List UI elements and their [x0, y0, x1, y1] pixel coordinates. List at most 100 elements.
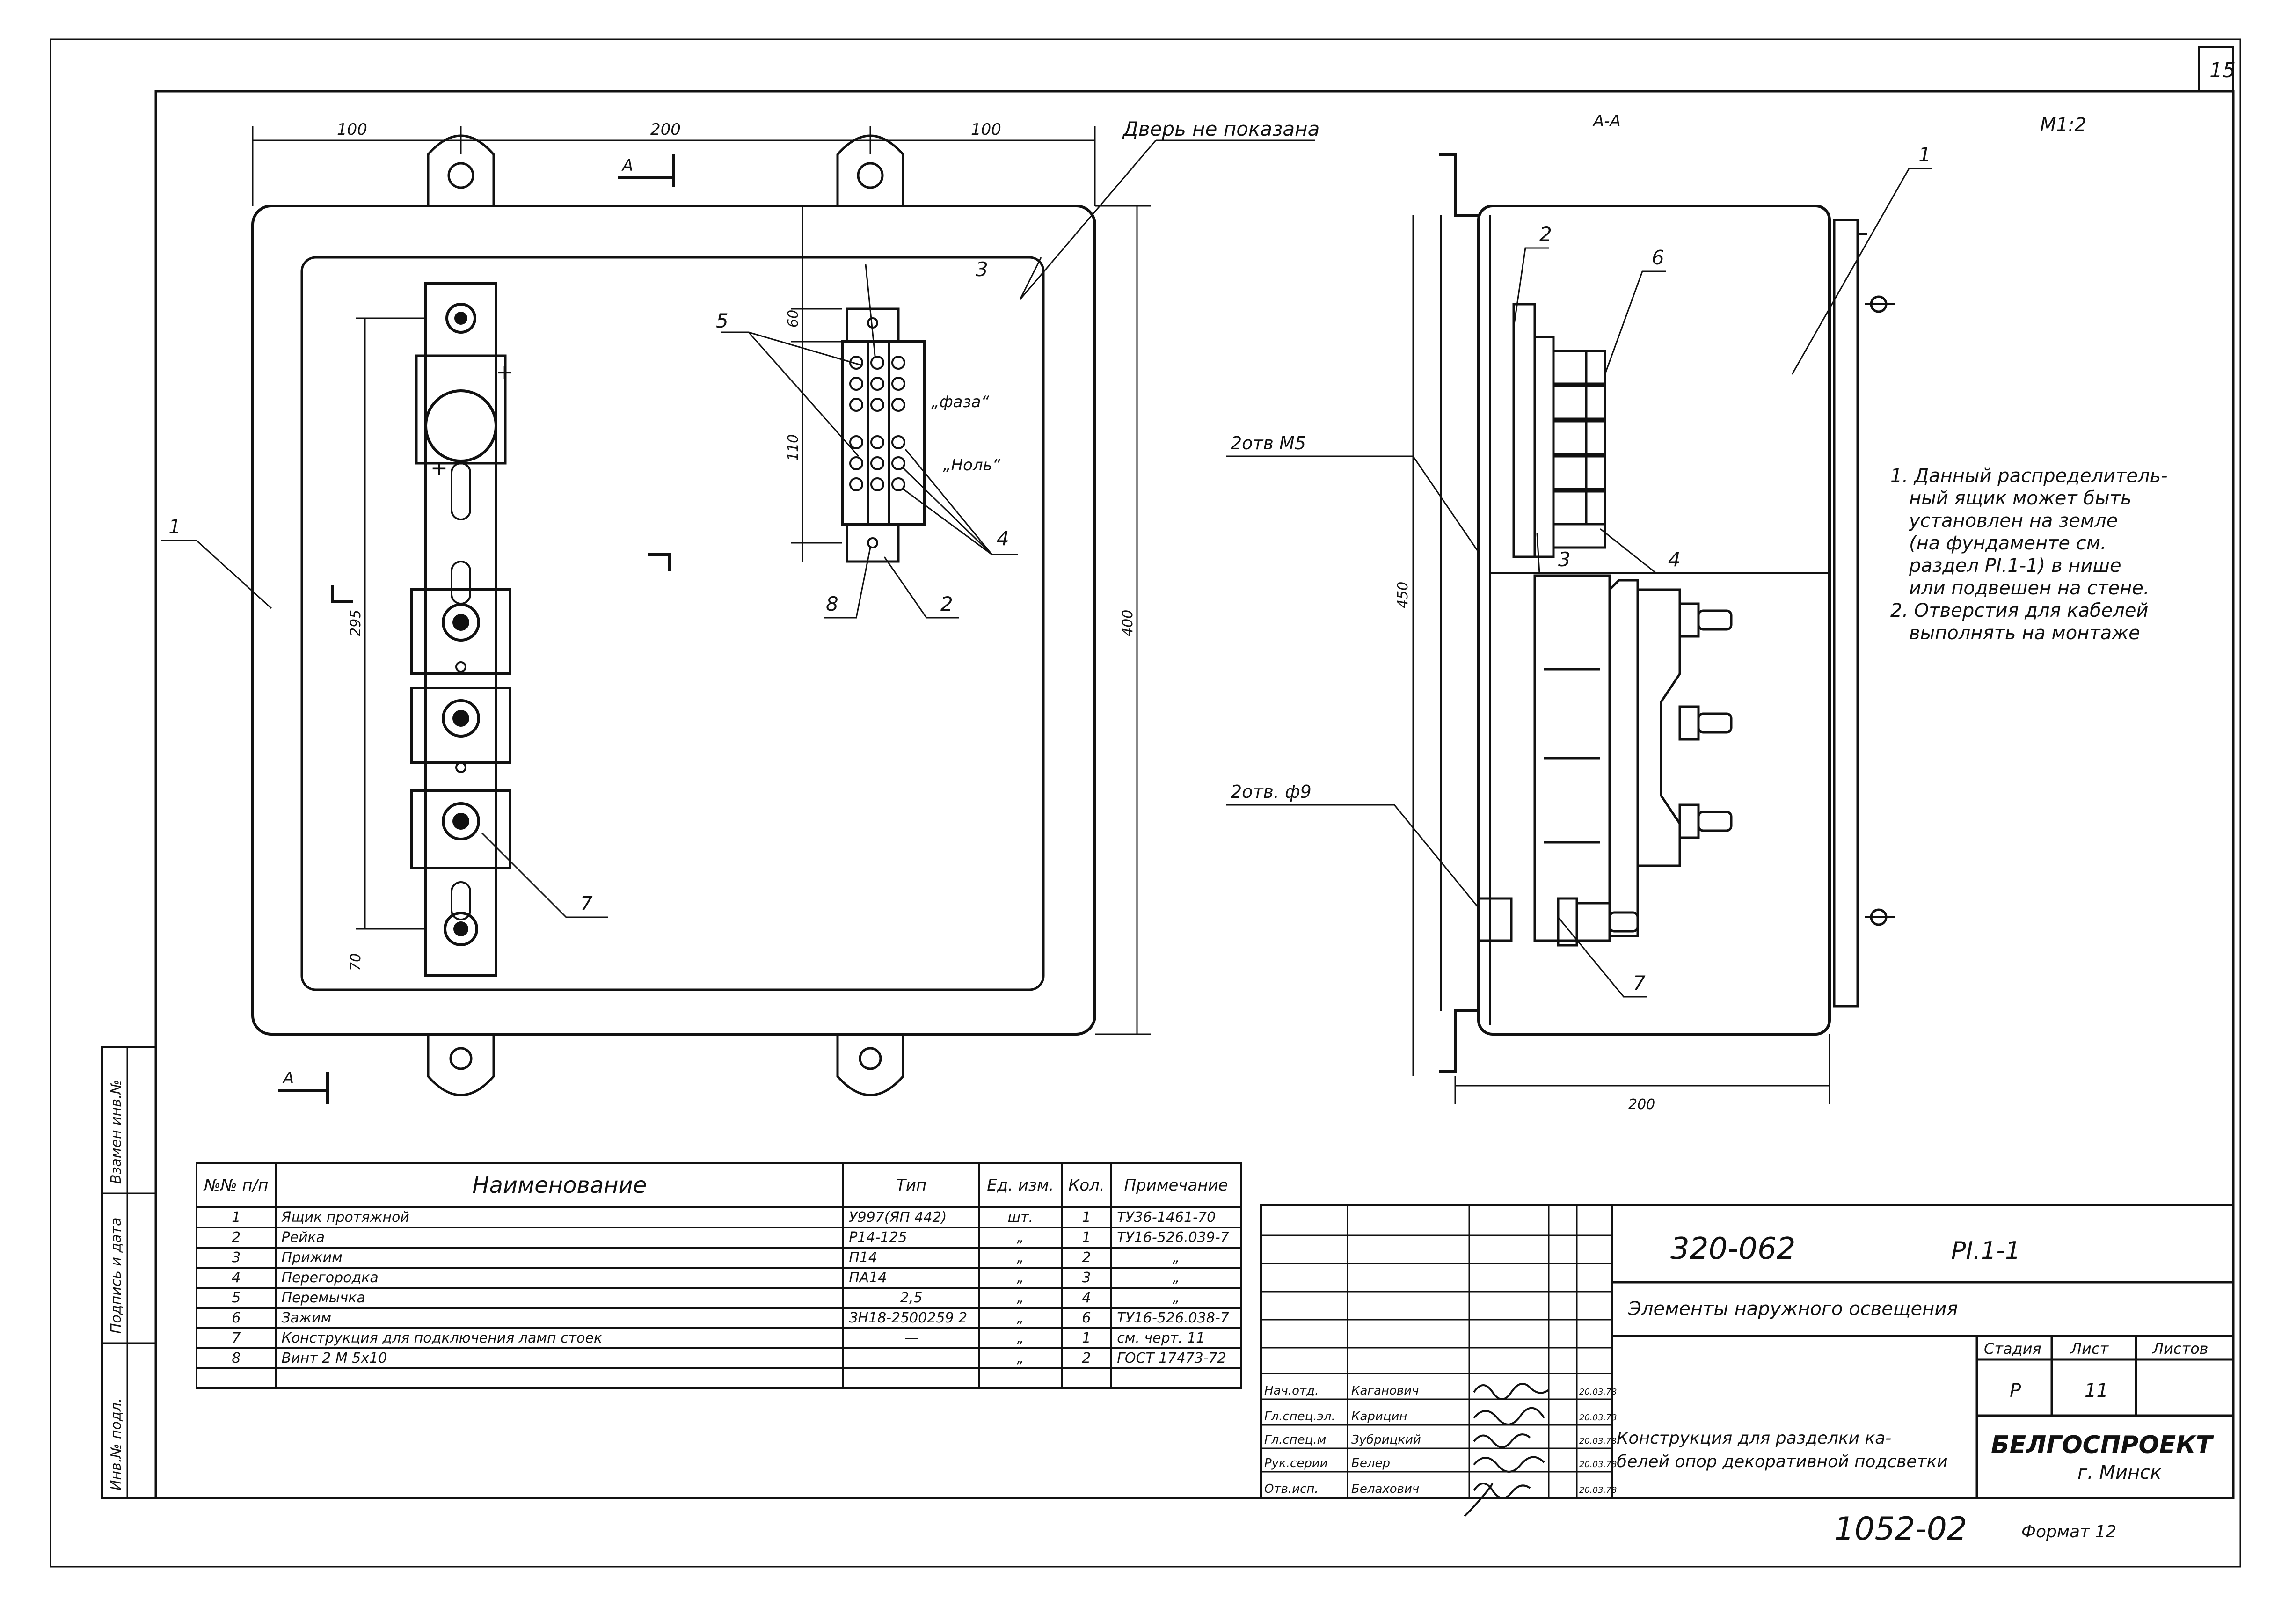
doc-code: 320-062	[1670, 1232, 1795, 1266]
leader-4: 4	[997, 527, 1009, 550]
outer-frame	[50, 38, 2241, 1568]
note-line: 1. Данный распределитель-	[1890, 465, 2168, 487]
person: Белахович	[1351, 1482, 1419, 1496]
cell: ГОСТ 17473-72	[1110, 1347, 1242, 1369]
leader-3: 3	[976, 258, 988, 281]
section-mark-bottom: А	[282, 1069, 294, 1088]
leader-5: 5	[716, 309, 729, 332]
role: Гл.спец.эл.	[1264, 1410, 1335, 1424]
sec-leader-6: 6	[1652, 246, 1664, 269]
col-type: Тип	[842, 1162, 981, 1208]
col-unit: Ед. изм.	[978, 1162, 1063, 1208]
org-name: БЕЛГОСПРОЕКТ	[1991, 1431, 2214, 1459]
note-line: раздел РI.1-1) в нише	[1909, 555, 2121, 577]
table-header: №№ п/п Наименование Тип Ед. изм. Кол. Пр…	[196, 1162, 1242, 1208]
cell: 6	[196, 1307, 277, 1329]
note-line: ный ящик может быть	[1909, 488, 2132, 509]
dim-295: 295	[348, 610, 364, 636]
sheet-number-box	[2198, 46, 2234, 92]
role: Отв.исп.	[1264, 1482, 1319, 1496]
subject: Элементы наружного освещения	[1628, 1298, 1958, 1320]
svg-text:+: +	[496, 360, 513, 384]
box-body	[251, 205, 1096, 1036]
holes-d9: 2отв. ф9	[1231, 782, 1312, 802]
cell: 4	[196, 1267, 277, 1289]
stage-value: Р	[2010, 1380, 2021, 1402]
sheet-value: 11	[2085, 1380, 2108, 1402]
stage-head: Стадия	[1984, 1340, 2041, 1358]
col-note: Примечание	[1110, 1162, 1242, 1208]
side-stamps: Взамен инв.№ Подпись и дата Инв.№ подл.	[101, 1046, 157, 1499]
cell: 5	[196, 1287, 277, 1309]
cell: „	[978, 1287, 1063, 1309]
fuse-cap	[424, 389, 497, 462]
person: Зубрицкий	[1351, 1433, 1421, 1447]
leader-2: 2	[940, 592, 953, 615]
leader-1: 1	[168, 515, 181, 538]
cell: 1	[1060, 1327, 1113, 1349]
terminal-block	[841, 307, 926, 563]
device-section	[1477, 574, 1733, 947]
holes-m5: 2отв М5	[1231, 433, 1306, 453]
cell: 8	[196, 1347, 277, 1369]
parts-table: №№ п/п Наименование Тип Ед. изм. Кол. Пр…	[196, 1162, 1242, 1389]
cell: 4	[1060, 1287, 1113, 1309]
col-qty: Кол.	[1060, 1162, 1113, 1208]
leader-7: 7	[580, 892, 593, 915]
date: 20.03.78	[1579, 1413, 1617, 1423]
org-city: г. Минск	[2077, 1462, 2161, 1483]
mounting-lug	[427, 134, 904, 1096]
note-line: или подвешен на стене.	[1909, 577, 2150, 599]
leader-8: 8	[826, 592, 838, 615]
door-note: Дверь не показана	[1122, 117, 1319, 140]
box-inner	[300, 256, 1045, 991]
cell: У997(ЯП 442)	[842, 1206, 981, 1228]
note-line: установлен на земле	[1909, 510, 2118, 532]
section-marks	[278, 154, 675, 1104]
note-line: 2. Отверстия для кабелей	[1890, 600, 2148, 621]
cell: 2	[1060, 1347, 1113, 1369]
cell: 2	[196, 1227, 277, 1249]
cell: Ящик протяжной	[275, 1206, 845, 1228]
stamp-sign: Подпись и дата	[108, 1218, 124, 1334]
sheets-head: Листов	[2152, 1340, 2209, 1358]
cell: „	[978, 1327, 1063, 1349]
cell: шт.	[978, 1206, 1063, 1228]
cell: Рейка	[275, 1227, 845, 1249]
col-name: Наименование	[275, 1162, 845, 1208]
drawing-title-2: белей опор декоративной подсветки	[1617, 1452, 1948, 1471]
cell: 6	[1060, 1307, 1113, 1329]
cell: Перемычка	[275, 1287, 845, 1309]
role: Нач.отд.	[1264, 1384, 1319, 1398]
cell: „	[978, 1267, 1063, 1289]
note-line: выполнять на монтаже	[1909, 622, 2140, 644]
stamp-replace: Взамен инв.№	[108, 1080, 124, 1184]
inner-frame	[154, 90, 2235, 1499]
drawing-title-1: Конструкция для разделки ка-	[1617, 1429, 1891, 1448]
date: 20.03.78	[1579, 1460, 1617, 1469]
cell: Прижим	[275, 1247, 845, 1269]
cell: см. черт. 11	[1110, 1327, 1242, 1349]
neutral-label: „Ноль“	[943, 456, 1001, 475]
col-number: №№ п/п	[196, 1162, 277, 1208]
cell: „	[1110, 1267, 1242, 1289]
dim-200-section: 200	[1628, 1096, 1655, 1113]
dim-200: 200	[650, 120, 681, 139]
date: 20.03.78	[1579, 1485, 1617, 1495]
cell: „	[1110, 1287, 1242, 1309]
sec-leader-1: 1	[1918, 143, 1931, 166]
date: 20.03.78	[1579, 1387, 1617, 1397]
note-line: (на фундаменте см.	[1909, 533, 2106, 554]
sec-leader-7: 7	[1633, 972, 1646, 994]
cell: ЗН18-2500259 2	[842, 1307, 981, 1329]
cell: ТУ16-526.039-7	[1110, 1227, 1242, 1249]
svg-text:+: +	[430, 456, 448, 480]
date: 20.03.78	[1579, 1436, 1617, 1446]
cell: „	[978, 1247, 1063, 1269]
title-block: 320-062 РI.1-1 Элементы наружного освеще…	[1260, 1204, 2235, 1548]
